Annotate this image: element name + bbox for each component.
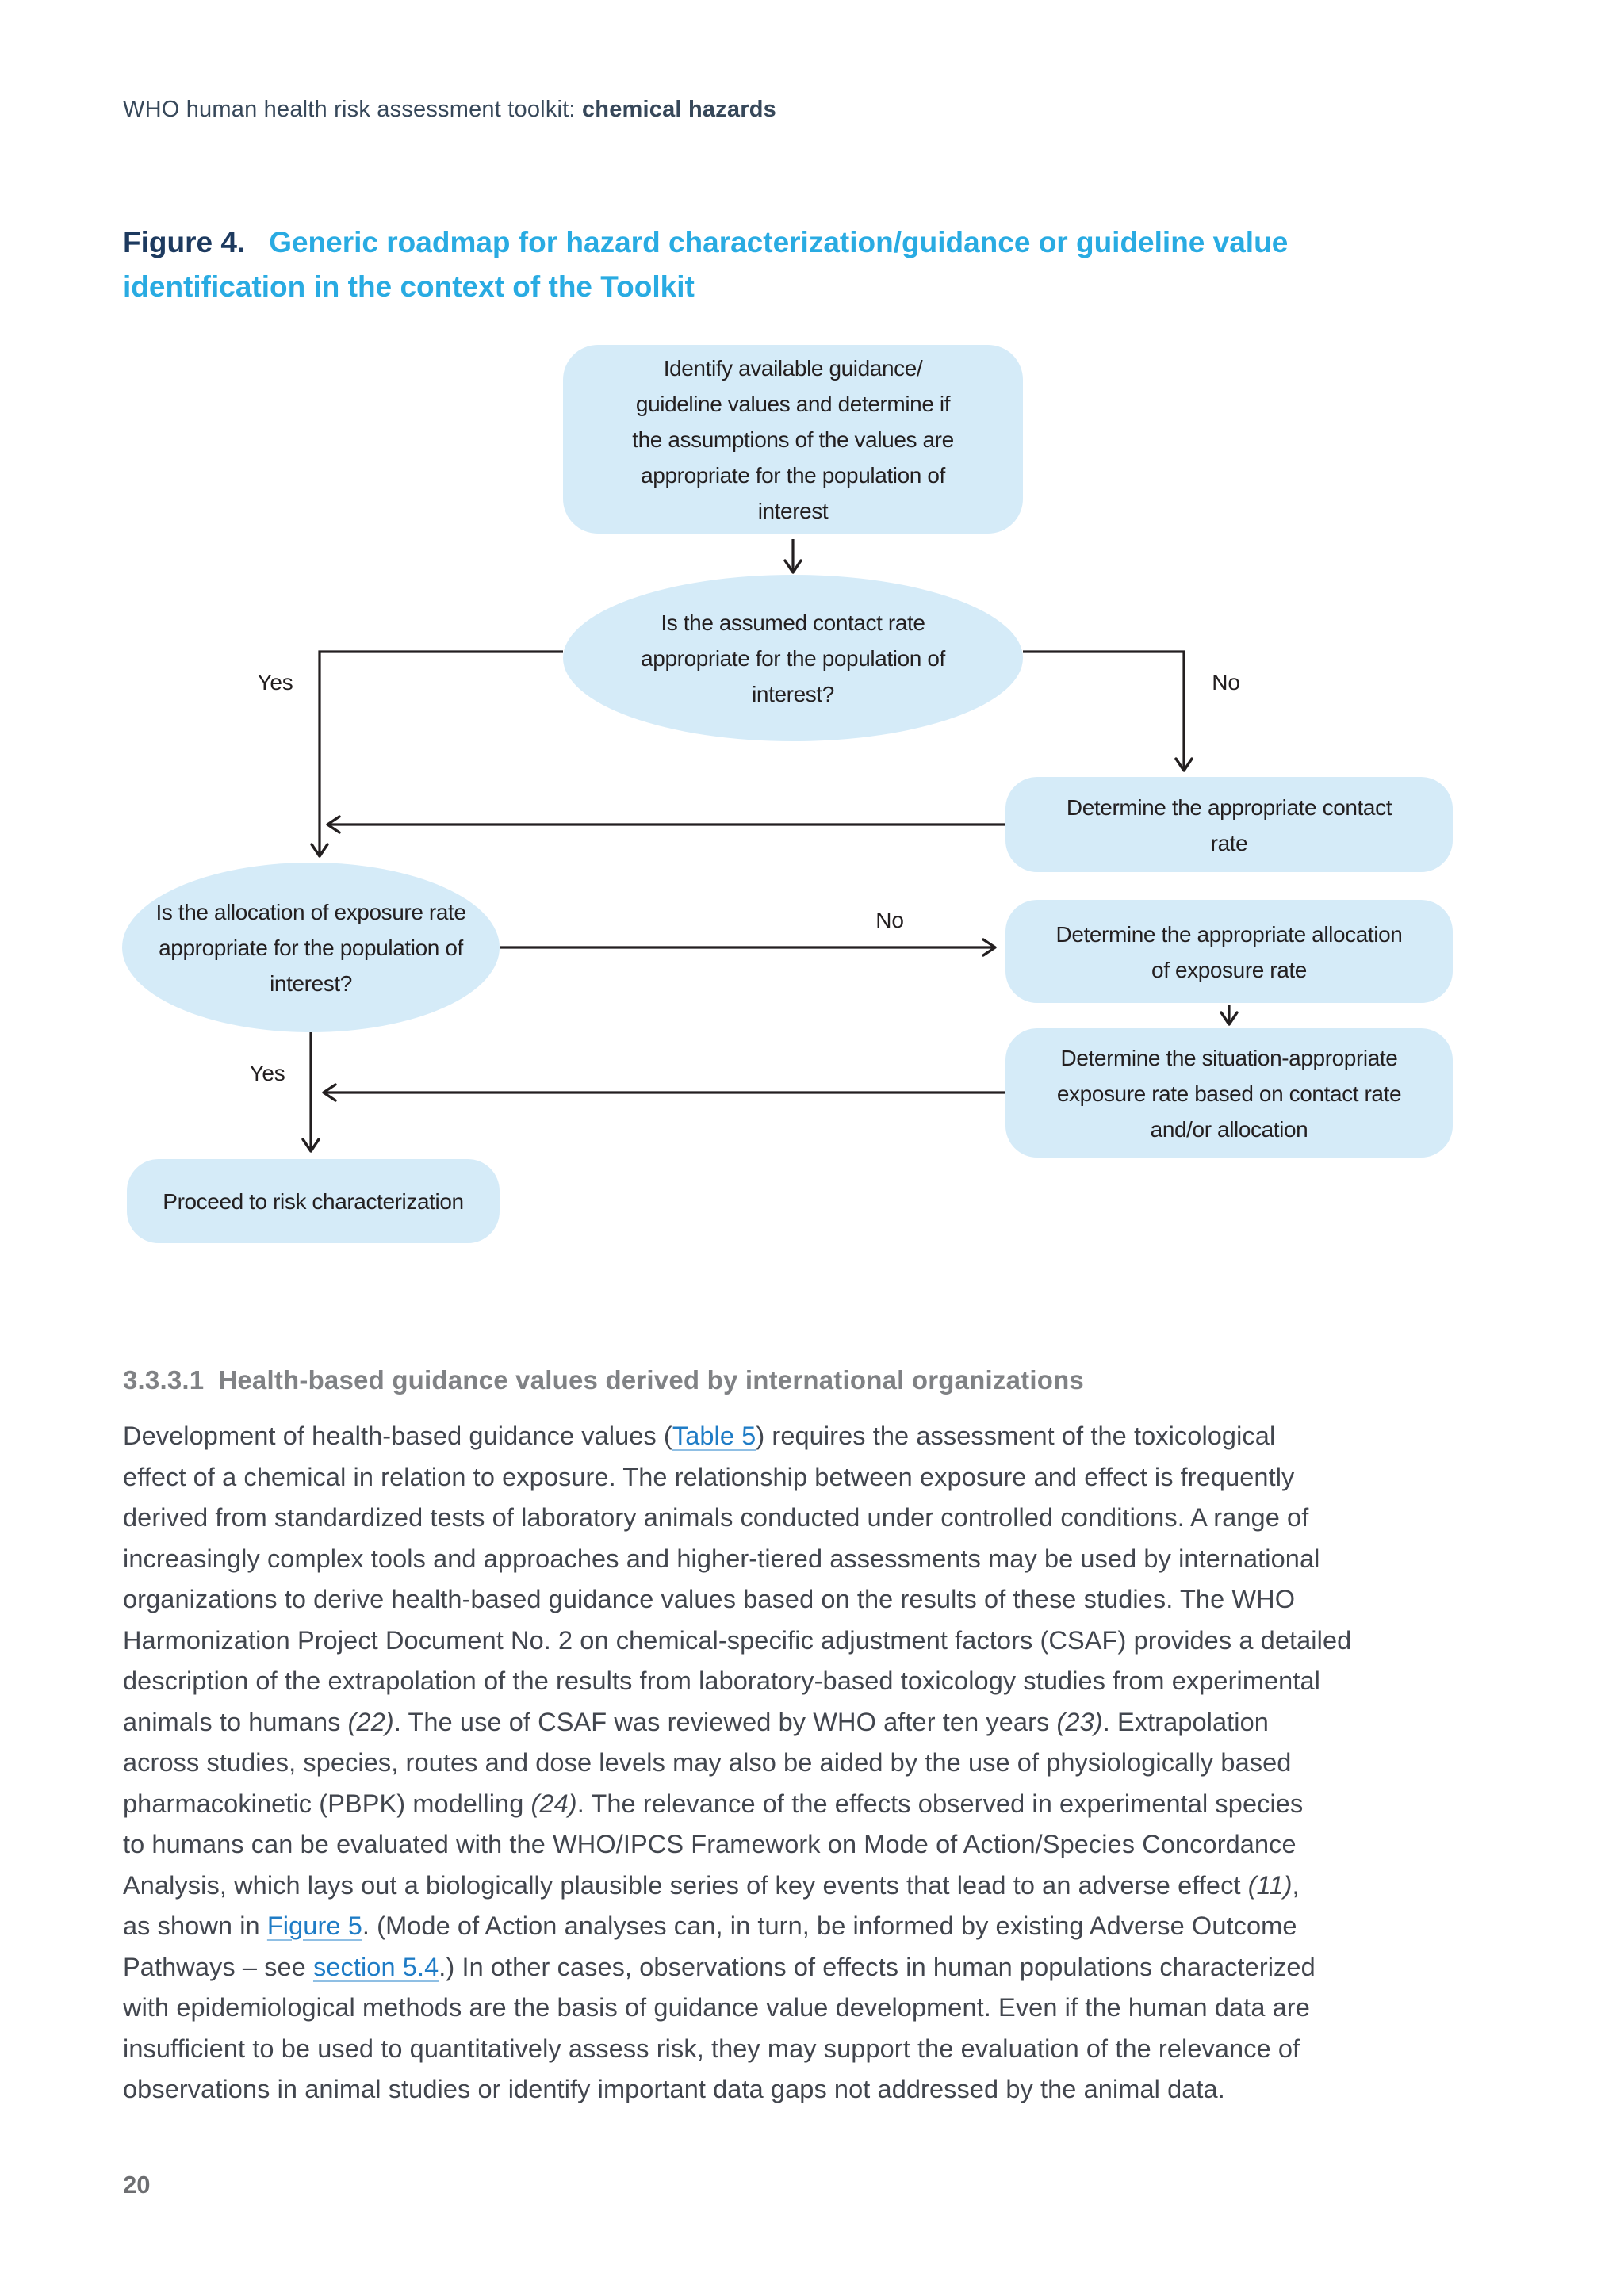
text-link[interactable]: section 5.4: [312, 1952, 439, 1981]
citation-reference: (22): [347, 1707, 394, 1736]
body-paragraph: Development of health-based guidance val…: [123, 1416, 1534, 2110]
connector-q1-no: [1023, 650, 1193, 772]
branch-label-yes-1: Yes: [257, 670, 293, 695]
flow-node-identify-guidance-line3: the assumptions of the values are: [632, 427, 954, 452]
flow-node-identify-guidance-line1: Identify available guidance/: [664, 356, 923, 381]
flow-node-determine-allocation: [1005, 900, 1453, 1003]
flow-decision-contact-rate-line3: interest?: [752, 682, 834, 706]
paragraph-text: to humans can be evaluated with the WHO/…: [123, 1830, 1297, 1858]
flow-node-situation-exposure-rate-line1: Determine the situation-appropriate: [1061, 1046, 1398, 1070]
paragraph-text: observations in animal studies or identi…: [123, 2075, 1225, 2103]
paragraph-text: as shown in: [123, 1911, 267, 1940]
paragraph-text: with epidemiological methods are the bas…: [123, 1993, 1310, 2022]
citation-reference: (11): [1247, 1870, 1293, 1900]
flow-node-proceed-risk-characterization-line1: Proceed to risk characterization: [163, 1189, 463, 1214]
flow-node-identify-guidance-line5: interest: [758, 499, 829, 523]
paragraph-text: . (Mode of Action analyses can, in turn,…: [362, 1911, 1297, 1940]
figure-title-line2: identification in the context of the Too…: [123, 270, 695, 303]
paragraph-text: animals to humans: [123, 1707, 348, 1736]
section-title: Health-based guidance values derived by …: [218, 1365, 1084, 1395]
citation-reference: (23): [1056, 1707, 1103, 1736]
paragraph-text: ,: [1292, 1870, 1300, 1900]
paragraph-text: . The relevance of the effects observed …: [576, 1789, 1304, 1818]
running-header-emphasis: chemical hazards: [581, 97, 776, 122]
paragraph-text: . Extrapolation: [1102, 1707, 1269, 1736]
flow-node-situation-exposure-rate: [1005, 1028, 1453, 1158]
figure-caption: Figure 4. Generic roadmap for hazard char…: [123, 220, 1519, 309]
flow-decision-allocation-line3: interest?: [270, 971, 352, 996]
paragraph-text: ) requires the assessment of the toxicol…: [756, 1422, 1276, 1450]
paragraph-text: organizations to derive health-based gui…: [123, 1585, 1296, 1613]
flow-decision-allocation-line2: appropriate for the population of: [159, 936, 463, 960]
paragraph-text: Pathways – see: [123, 1952, 313, 1981]
flow-node-situation-exposure-rate-line2: exposure rate based on contact rate: [1057, 1081, 1401, 1106]
flowchart-figure: Yes No No Yes Identify available guidanc…: [122, 345, 1453, 1243]
paragraph-text: pharmacokinetic (PBPK) modelling: [123, 1789, 531, 1818]
flow-node-identify-guidance-line2: guideline values and determine if: [636, 392, 951, 416]
paragraph-text: Development of health-based guidance val…: [123, 1422, 672, 1450]
paragraph-text: across studies, species, routes and dose…: [123, 1748, 1292, 1777]
paragraph-text: Analysis, which lays out a biologically …: [123, 1870, 1248, 1900]
flow-node-determine-allocation-line1: Determine the appropriate allocation: [1056, 922, 1403, 947]
paragraph-text: effect of a chemical in relation to expo…: [123, 1462, 1295, 1491]
flow-node-identify-guidance: [563, 345, 1023, 534]
citation-reference: (24): [530, 1789, 577, 1818]
flow-decision-contact-rate-line1: Is the assumed contact rate: [661, 610, 925, 635]
branch-label-yes-2: Yes: [249, 1061, 285, 1085]
flow-node-determine-contact-rate-line1: Determine the appropriate contact: [1067, 795, 1392, 820]
flow-decision-contact-rate-line2: appropriate for the population of: [641, 646, 945, 671]
flow-node-proceed-risk-characterization: [127, 1159, 500, 1243]
paragraph-text: insufficient to be used to quantitativel…: [123, 2034, 1300, 2063]
text-link[interactable]: Table 5: [672, 1422, 756, 1450]
flow-decision-allocation-line1: Is the allocation of exposure rate: [155, 900, 465, 924]
paragraph-text: . The use of CSAF was reviewed by WHO af…: [393, 1707, 1057, 1736]
branch-label-no-2: No: [875, 908, 903, 932]
branch-label-no-1: No: [1212, 670, 1239, 695]
text-link[interactable]: Figure 5: [266, 1911, 362, 1940]
figure-caption-line1: Figure 4. Generic roadmap for hazard char…: [123, 220, 1519, 265]
paragraph-text: .) In other cases, observations of effec…: [439, 1952, 1316, 1981]
page-number: 20: [123, 2171, 151, 2198]
flow-node-identify-guidance-line4: appropriate for the population of: [641, 463, 945, 488]
flow-node-determine-contact-rate-line2: rate: [1211, 831, 1248, 855]
paragraph-text: description of the extrapolation of the …: [123, 1667, 1320, 1695]
running-header: WHO human health risk assessment toolkit…: [123, 97, 776, 123]
connector-q1-yes: [310, 650, 563, 858]
paragraph-text: Harmonization Project Document No. 2 on …: [123, 1625, 1352, 1655]
section-number: 3.3.3.1: [123, 1365, 205, 1395]
flow-node-determine-allocation-line2: of exposure rate: [1151, 958, 1307, 982]
flow-decision-contact-rate: [563, 575, 1023, 741]
paragraph-text: derived from standardized tests of labor…: [123, 1503, 1309, 1532]
figure-number-label: Figure 4.: [123, 226, 246, 258]
flow-node-determine-contact-rate: [1005, 777, 1453, 872]
flow-decision-allocation: [122, 863, 500, 1032]
running-header-text: WHO human health risk assessment toolkit…: [123, 97, 582, 122]
figure-title-line1: Generic roadmap for hazard characterizat…: [269, 226, 1289, 258]
section-heading: 3.3.3.1 Health-based guidance values deri…: [123, 1365, 1084, 1395]
flow-node-situation-exposure-rate-line3: and/or allocation: [1151, 1117, 1308, 1142]
paragraph-text: increasingly complex tools and approache…: [123, 1544, 1320, 1573]
